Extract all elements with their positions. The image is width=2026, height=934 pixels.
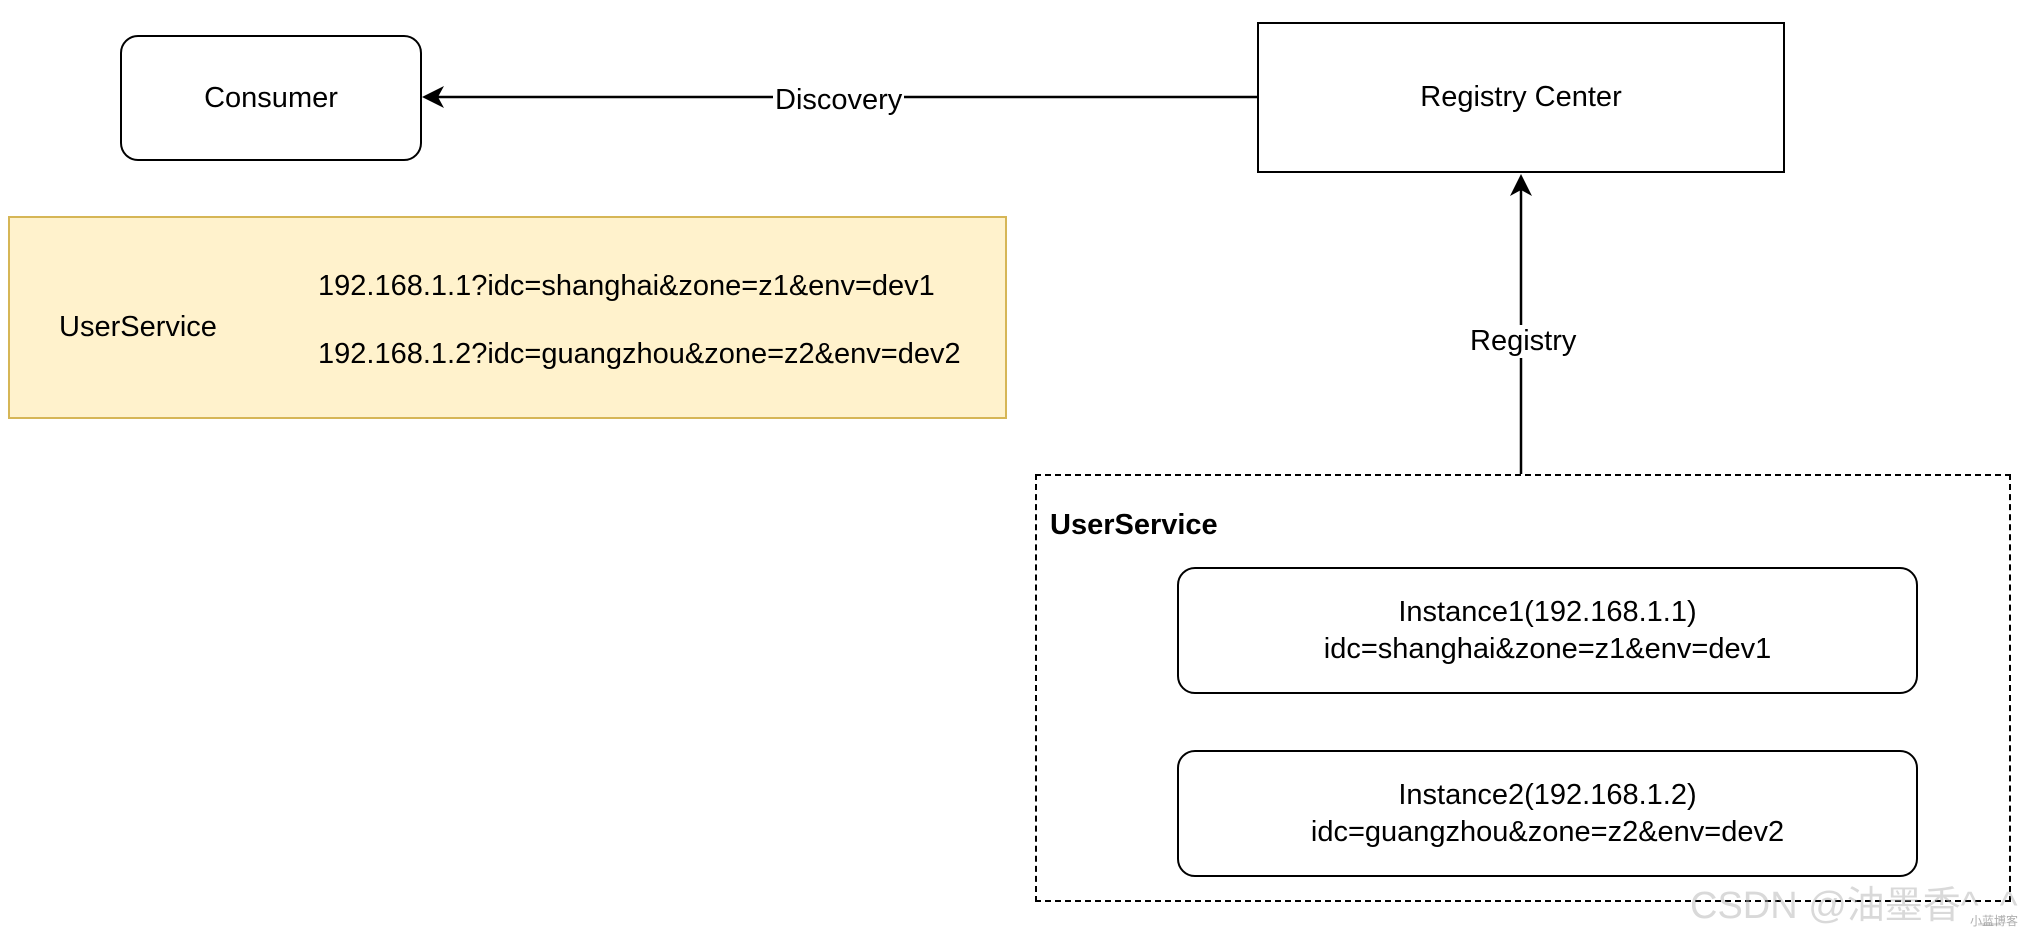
instance-2-metadata: idc=guangzhou&zone=z2&env=dev2	[1310, 815, 1785, 848]
discovery-edge-label: Discovery	[773, 84, 905, 117]
consumer-label: Consumer	[204, 81, 338, 114]
registry-center-label: Registry Center	[1420, 81, 1622, 114]
instance-2-node[interactable]: Instance2(192.168.1.2) idc=guangzhou&zon…	[1177, 750, 1918, 877]
instance-2-text: Instance2(192.168.1.2) idc=guangzhou&zon…	[1311, 777, 1784, 850]
instance-1-text: Instance1(192.168.1.1) idc=shanghai&zone…	[1324, 594, 1771, 667]
note-entry-2: 192.168.1.2?idc=guangzhou&zone=z2&env=de…	[318, 338, 961, 370]
watermark-text: CSDN @油墨香^_^	[1690, 885, 2018, 927]
registry-arrowhead	[1510, 174, 1532, 196]
registry-center-node[interactable]: Registry Center	[1257, 22, 1785, 173]
instance-1-metadata: idc=shanghai&zone=z1&env=dev1	[1323, 632, 1772, 665]
discovery-arrowhead	[422, 86, 444, 108]
userservice-group	[1035, 474, 2011, 902]
instance-1-title: Instance1(192.168.1.1)	[1398, 596, 1697, 629]
consumer-node[interactable]: Consumer	[120, 35, 422, 161]
registry-edge-label: Registry	[1468, 325, 1579, 358]
note-service-name: UserService	[59, 311, 217, 343]
watermark-small-text: 小蓝博客	[1970, 914, 2019, 928]
instance-2-title: Instance2(192.168.1.2)	[1398, 779, 1697, 812]
instance-1-node[interactable]: Instance1(192.168.1.1) idc=shanghai&zone…	[1177, 567, 1918, 694]
note-entry-1: 192.168.1.1?idc=shanghai&zone=z1&env=dev…	[318, 270, 935, 302]
service-list-note	[8, 216, 1007, 419]
userservice-group-title: UserService	[1050, 509, 1218, 541]
